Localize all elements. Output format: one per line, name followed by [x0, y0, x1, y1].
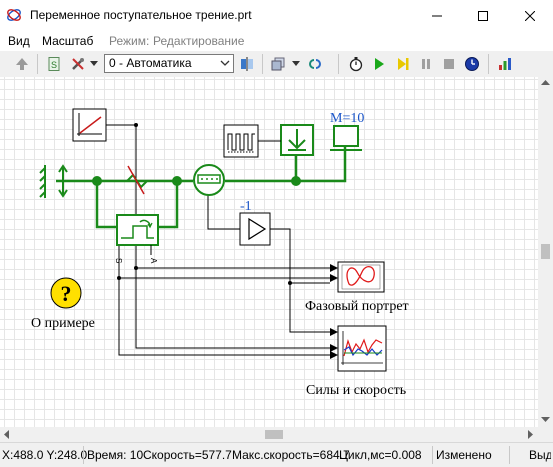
- maximize-button[interactable]: [460, 0, 506, 31]
- minimize-icon: [432, 15, 442, 16]
- close-button[interactable]: [507, 0, 553, 31]
- toolbar-separator: [338, 54, 339, 74]
- step-button[interactable]: [393, 54, 413, 74]
- play-button[interactable]: [369, 54, 389, 74]
- close-icon: [525, 10, 535, 21]
- flip-button[interactable]: [237, 54, 257, 74]
- status-max-speed: Макс.скорость=684.7: [232, 448, 350, 462]
- stop-icon: [444, 59, 454, 69]
- port-a-label: A: [149, 258, 158, 264]
- motion-sensor[interactable]: [193, 164, 225, 196]
- toolbar-separator: [262, 54, 263, 74]
- status-cycle: Цикл,мс=0.008: [339, 448, 422, 462]
- status-separator: [432, 446, 433, 464]
- minimize-button[interactable]: [414, 0, 460, 31]
- about-help-button[interactable]: ?: [50, 277, 82, 309]
- stopwatch-icon: [349, 57, 363, 72]
- vertical-scroll-thumb[interactable]: [541, 244, 550, 259]
- timer-button[interactable]: [462, 54, 482, 74]
- link-icon: [309, 59, 321, 69]
- app-logo-icon: [7, 9, 21, 21]
- menu-view[interactable]: Вид: [8, 34, 30, 48]
- scroll-down-icon: [541, 417, 550, 422]
- scroll-right-icon: [528, 430, 533, 439]
- tools-dropdown[interactable]: [88, 54, 100, 74]
- gain-block[interactable]: [239, 212, 271, 246]
- script-icon: S: [48, 57, 60, 71]
- pulse-generator-block[interactable]: [223, 124, 259, 158]
- chart-button[interactable]: [495, 54, 515, 74]
- help-icon: ?: [61, 281, 72, 306]
- status-time: Время: 10: [87, 448, 144, 462]
- menu-bar: Вид Масштаб Режим: Редактирование: [0, 31, 553, 51]
- up-button[interactable]: [12, 54, 32, 74]
- scroll-left-icon: [4, 430, 9, 439]
- maximize-icon: [478, 10, 488, 21]
- status-speed: Скорость=577.7: [143, 448, 232, 462]
- stopwatch-button[interactable]: [346, 54, 366, 74]
- menu-mode-value: Редактирование: [153, 34, 245, 48]
- layers-dropdown[interactable]: [290, 54, 302, 74]
- mechanical-wires: [56, 146, 347, 229]
- status-bar: X:488.0 Y:248.0 Время: 10 Скорость=577.7…: [0, 442, 553, 467]
- friction-measure-block[interactable]: [116, 214, 159, 246]
- title-bar: Переменное поступательное трение.prt: [0, 0, 553, 31]
- pause-button[interactable]: [416, 54, 436, 74]
- tools-button[interactable]: [68, 54, 88, 74]
- chart-icon: [499, 58, 511, 70]
- status-extra: Выд: [529, 448, 551, 462]
- friction-switch: [127, 165, 145, 195]
- script-button[interactable]: S: [44, 54, 64, 74]
- toolbar-separator: [37, 54, 38, 74]
- mass-label: M=10: [330, 111, 364, 126]
- horizontal-scroll-thumb[interactable]: [265, 430, 283, 439]
- horizontal-scrollbar[interactable]: [0, 427, 538, 442]
- toolbar-separator: [488, 54, 489, 74]
- diagram-canvas[interactable]: M=10 S A -1: [0, 77, 538, 427]
- dropdown-arrow-icon: [90, 61, 98, 66]
- force-source-block[interactable]: [280, 124, 314, 156]
- play-icon: [375, 58, 384, 70]
- toolbar: S: [0, 51, 553, 78]
- wall-fixture: [39, 164, 68, 198]
- arrow-up-icon: [16, 58, 28, 70]
- step-icon: [398, 58, 409, 70]
- status-separator: [509, 446, 510, 464]
- signal-junctions: [117, 123, 292, 285]
- mass-block[interactable]: [330, 125, 362, 151]
- status-coords: X:488.0 Y:248.0: [2, 448, 88, 462]
- flip-icon: [241, 57, 253, 71]
- diagram-svg: M=10 S A -1: [31, 108, 409, 398]
- signal-arrowheads: [330, 264, 338, 359]
- link-button[interactable]: [305, 54, 325, 74]
- window-title: Переменное поступательное трение.prt: [30, 8, 252, 22]
- phase-portrait-block[interactable]: [337, 261, 385, 293]
- port-s-label: S: [114, 258, 123, 263]
- forces-velocity-block[interactable]: [337, 325, 387, 372]
- phase-portrait-label: Фазовый портрет: [305, 299, 409, 314]
- ramp-source-block[interactable]: [72, 108, 107, 142]
- svg-text:S: S: [51, 60, 57, 70]
- status-changed: Изменено: [436, 448, 492, 462]
- mechanical-junctions: [92, 176, 301, 186]
- chevron-down-icon: [220, 60, 230, 66]
- pause-icon: [422, 59, 430, 69]
- timer-icon: [465, 57, 479, 71]
- scroll-up-icon: [541, 80, 550, 85]
- menu-scale[interactable]: Масштаб: [42, 34, 94, 48]
- status-separator: [83, 446, 84, 464]
- menu-mode-label: Режим:: [109, 34, 150, 48]
- scroll-corner: [538, 427, 553, 442]
- mode-select[interactable]: 0 - Автоматика: [104, 54, 234, 73]
- layers-icon: [271, 57, 285, 71]
- vertical-scrollbar[interactable]: [538, 77, 553, 427]
- dropdown-arrow-icon: [292, 61, 300, 66]
- mode-select-value: 0 - Автоматика: [109, 56, 192, 70]
- gain-label: -1: [240, 199, 252, 214]
- layers-button[interactable]: [268, 54, 288, 74]
- tools-icon: [72, 58, 84, 70]
- about-label: О примере: [31, 316, 95, 331]
- forces-velocity-label: Силы и скорость: [306, 383, 406, 398]
- stop-button[interactable]: [439, 54, 459, 74]
